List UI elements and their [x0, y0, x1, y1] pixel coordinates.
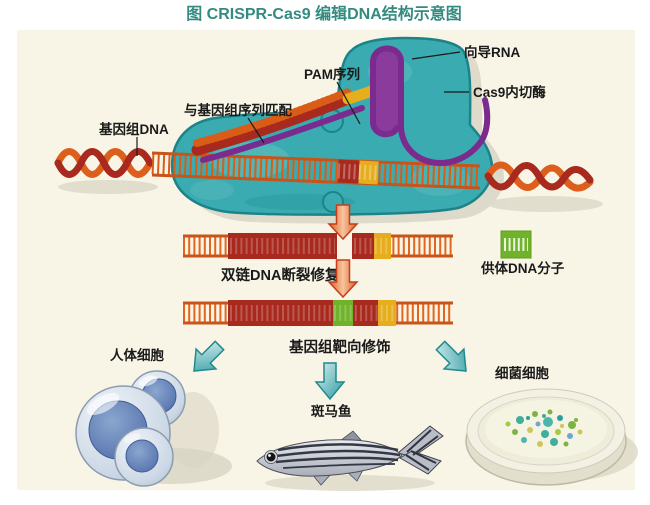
label-dsdna-break-repair: 双链DNA断裂修复: [221, 266, 340, 284]
outcome-arrow-right: [435, 340, 467, 372]
label-guide-rna: 向导RNA: [464, 44, 520, 60]
callouts: [136, 51, 469, 156]
repaired-dna: [183, 300, 453, 326]
process-arrow-repair: [327, 259, 359, 299]
donor-dna-molecule: [500, 230, 532, 259]
dna-duplex-through-cas9: [151, 151, 481, 190]
bacteria-colonies: [505, 409, 583, 447]
outcome-arrow-left: [193, 340, 225, 372]
label-cas9-endonuclease: Cas9内切酶: [473, 84, 546, 100]
guide-rna-hairpin: [370, 45, 491, 166]
label-human-cells: 人体细胞: [110, 347, 164, 363]
human-cells-illustration: [75, 370, 232, 487]
label-donor-dna: 供体DNA分子: [480, 260, 565, 276]
outcome-arrows: [193, 340, 467, 401]
label-genome-sequence-match: 与基因组序列匹配: [184, 102, 292, 118]
outcome-arrow-center: [314, 362, 346, 401]
petri-dish-illustration: [465, 388, 638, 486]
label-genome-targeted-modification: 基因组靶向修饰: [288, 338, 391, 356]
label-zebrafish: 斑马鱼: [311, 403, 352, 419]
label-pam-sequence: PAM序列: [304, 66, 360, 82]
genomic-dna-helix-right: [484, 161, 594, 192]
process-arrow-cut: [327, 204, 359, 241]
broken-dna: [183, 233, 453, 259]
diagram-title: 图 CRISPR-Cas9 编辑DNA结构示意图: [186, 4, 462, 23]
genomic-dna-helix-left: [54, 148, 154, 178]
label-bacterial-cells: 细菌细胞: [495, 365, 549, 381]
target-strand-match-arc: [191, 85, 378, 163]
label-genomic-dna: 基因组DNA: [99, 121, 169, 137]
zebrafish-illustration: [256, 425, 444, 491]
